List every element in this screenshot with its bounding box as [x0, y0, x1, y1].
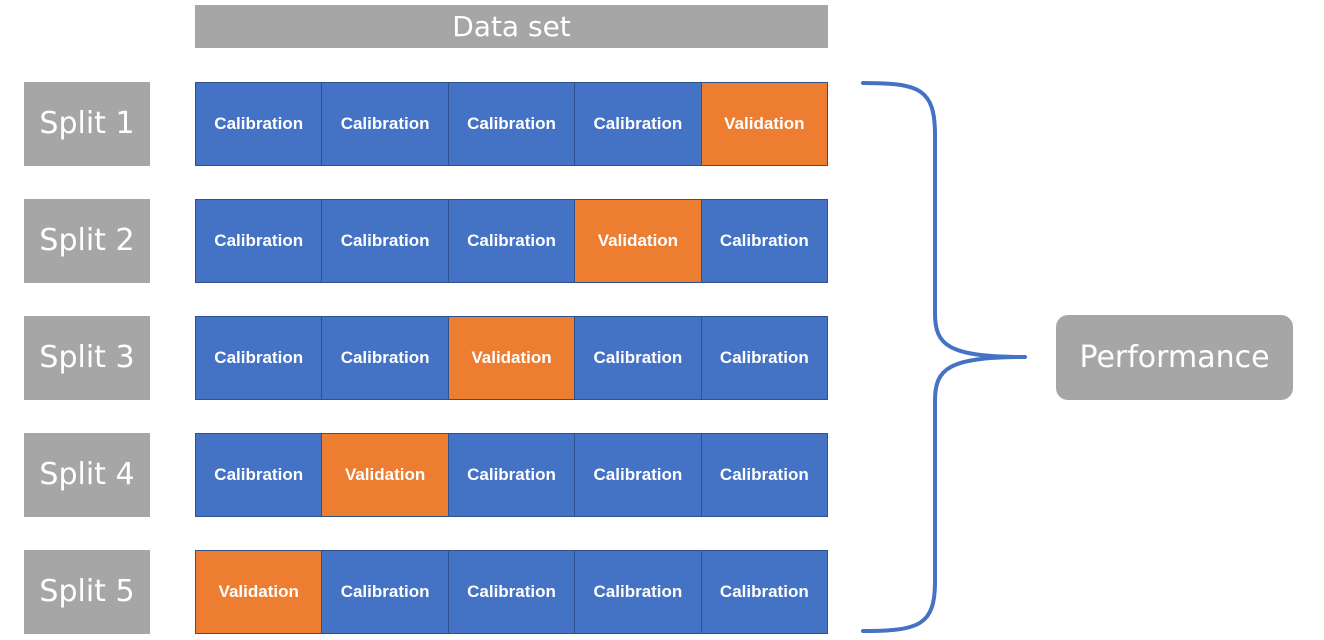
split-5-fold-1: Validation: [196, 551, 323, 633]
split-4-fold-5: Calibration: [701, 434, 828, 516]
split-1-fold-4: Calibration: [575, 83, 702, 165]
split-3-fold-3: Validation: [448, 317, 576, 399]
split-1-row: Calibration Calibration Calibration Cali…: [195, 82, 828, 166]
split-2-fold-1: Calibration: [196, 200, 323, 282]
dataset-header: Data set: [195, 5, 828, 48]
split-5-row: Validation Calibration Calibration Calib…: [195, 550, 828, 634]
split-3-fold-1: Calibration: [196, 317, 323, 399]
split-1-fold-1: Calibration: [196, 83, 323, 165]
split-2-label: Split 2: [24, 199, 150, 283]
curly-brace-icon: [861, 81, 1027, 633]
split-2-row: Calibration Calibration Calibration Vali…: [195, 199, 828, 283]
split-1-fold-5: Validation: [701, 83, 828, 165]
split-4-row: Calibration Validation Calibration Calib…: [195, 433, 828, 517]
split-3-fold-5: Calibration: [701, 317, 828, 399]
split-3-row: Calibration Calibration Validation Calib…: [195, 316, 828, 400]
split-4-label: Split 4: [24, 433, 150, 517]
split-5-fold-3: Calibration: [448, 551, 576, 633]
split-2-fold-4: Validation: [575, 200, 702, 282]
split-5-fold-4: Calibration: [575, 551, 702, 633]
split-3-label: Split 3: [24, 316, 150, 400]
split-5-fold-2: Calibration: [322, 551, 449, 633]
split-5-fold-5: Calibration: [701, 551, 828, 633]
performance-box: Performance: [1056, 315, 1293, 400]
split-5-label: Split 5: [24, 550, 150, 634]
split-2-fold-2: Calibration: [322, 200, 449, 282]
split-4-fold-3: Calibration: [448, 434, 576, 516]
split-2-fold-5: Calibration: [701, 200, 828, 282]
split-1-label: Split 1: [24, 82, 150, 166]
split-4-fold-4: Calibration: [575, 434, 702, 516]
split-1-fold-3: Calibration: [448, 83, 576, 165]
split-2-fold-3: Calibration: [448, 200, 576, 282]
split-3-fold-2: Calibration: [322, 317, 449, 399]
split-4-fold-1: Calibration: [196, 434, 323, 516]
split-3-fold-4: Calibration: [575, 317, 702, 399]
split-1-fold-2: Calibration: [322, 83, 449, 165]
split-4-fold-2: Validation: [322, 434, 449, 516]
